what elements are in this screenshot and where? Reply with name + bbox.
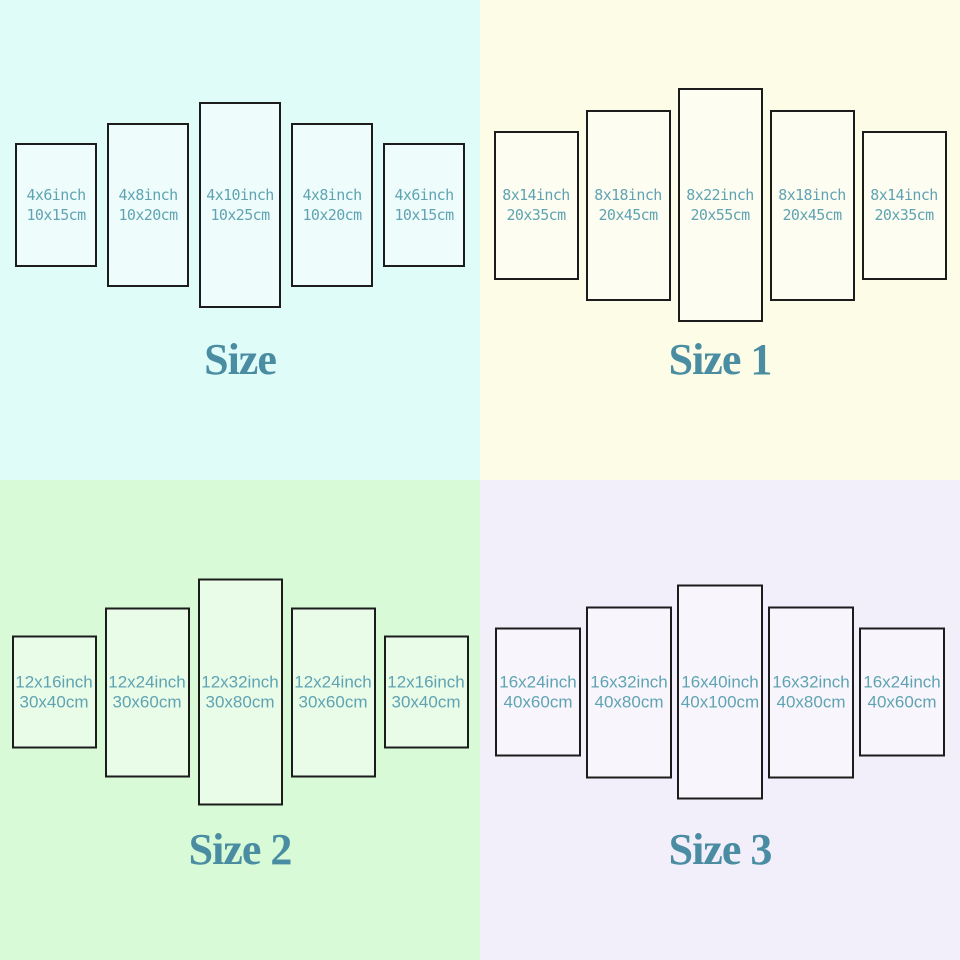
- canvas-panel: 8x22inch 20x55cm: [677, 88, 763, 322]
- panel-size-inch-label: 4x6inch: [394, 186, 454, 204]
- size-group-title: Size 2: [188, 825, 293, 874]
- canvas-panel: 4x6inch 10x15cm: [383, 143, 465, 267]
- panel-size-inch-label: 4x6inch: [26, 186, 86, 204]
- size-chart-quadrant-size-1: 8x14inch 20x35cm 8x18inch 20x45cm 8x22inch 20…: [480, 0, 960, 480]
- panel-size-inch-label: 16x32inch: [590, 672, 668, 691]
- panel-size-inch-label: 12x32inch: [201, 672, 279, 691]
- canvas-panel: 4x10inch 10x25cm: [199, 102, 281, 308]
- panel-size-inch-label: 12x24inch: [108, 672, 186, 691]
- panel-size-cm-label: 20x55cm: [690, 206, 750, 224]
- canvas-panel: 4x8inch 10x20cm: [291, 123, 373, 287]
- panel-size-cm-label: 40x60cm: [503, 692, 573, 711]
- canvas-panel: 4x6inch 10x15cm: [15, 143, 97, 267]
- panel-size-cm-label: 20x35cm: [506, 206, 566, 224]
- panel-size-cm-label: 30x40cm: [19, 692, 89, 711]
- panel-size-cm-label: 10x20cm: [302, 206, 362, 224]
- panel-size-cm-label: 10x15cm: [26, 206, 86, 224]
- panel-size-inch-label: 8x22inch: [686, 186, 754, 204]
- canvas-panel: 8x14inch 20x35cm: [493, 130, 579, 280]
- panel-group: 8x14inch 20x35cm 8x18inch 20x45cm 8x22inch 20…: [480, 88, 960, 322]
- size-group-title: Size: [204, 335, 277, 384]
- panel-size-cm-label: 40x60cm: [867, 692, 937, 711]
- panel-size-inch-label: 12x16inch: [387, 672, 465, 691]
- canvas-panel: 4x8inch 10x20cm: [107, 123, 189, 287]
- panel-size-inch-label: 8x18inch: [594, 186, 662, 204]
- panel-size-inch-label: 12x16inch: [15, 672, 93, 691]
- panel-size-cm-label: 40x100cm: [680, 692, 760, 711]
- panel-size-inch-label: 16x32inch: [772, 672, 850, 691]
- panel-size-cm-label: 30x60cm: [298, 692, 368, 711]
- panel-size-cm-label: 10x20cm: [118, 206, 178, 224]
- panel-size-inch-label: 8x14inch: [502, 186, 570, 204]
- size-chart-quadrant-size: 4x6inch 10x15cm 4x8inch 10x20cm 4x10inch 10x2…: [0, 0, 480, 480]
- size-group-title: Size 3: [668, 825, 773, 874]
- canvas-panel: 8x18inch 20x45cm: [585, 109, 671, 301]
- panel-size-inch-label: 16x24inch: [863, 672, 941, 691]
- canvas-panel: 8x18inch 20x45cm: [769, 109, 855, 301]
- panel-size-cm-label: 30x40cm: [391, 692, 461, 711]
- panel-size-inch-label: 8x18inch: [778, 186, 846, 204]
- panel-size-cm-label: 40x80cm: [776, 692, 846, 711]
- panel-size-cm-label: 10x25cm: [210, 206, 270, 224]
- panel-size-inch-label: 16x24inch: [499, 672, 577, 691]
- panel-size-cm-label: 10x15cm: [394, 206, 454, 224]
- panel-size-inch-label: 12x24inch: [294, 672, 372, 691]
- panel-size-inch-label: 4x8inch: [118, 186, 178, 204]
- panel-size-cm-label: 20x35cm: [874, 206, 934, 224]
- panel-size-cm-label: 20x45cm: [598, 206, 658, 224]
- panel-size-inch-label: 4x8inch: [302, 186, 362, 204]
- canvas-panel: 8x14inch 20x35cm: [861, 130, 947, 280]
- panel-size-cm-label: 30x60cm: [112, 692, 182, 711]
- panel-size-cm-label: 30x80cm: [205, 692, 275, 711]
- panel-size-inch-label: 4x10inch: [206, 186, 274, 204]
- panel-size-inch-label: 8x14inch: [870, 186, 938, 204]
- panel-group: 4x6inch 10x15cm 4x8inch 10x20cm 4x10inch 10x2…: [0, 102, 480, 308]
- panel-size-cm-label: 40x80cm: [594, 692, 664, 711]
- panel-size-inch-label: 16x40inch: [681, 672, 759, 691]
- panel-size-cm-label: 20x45cm: [782, 206, 842, 224]
- size-group-title: Size 1: [668, 335, 773, 384]
